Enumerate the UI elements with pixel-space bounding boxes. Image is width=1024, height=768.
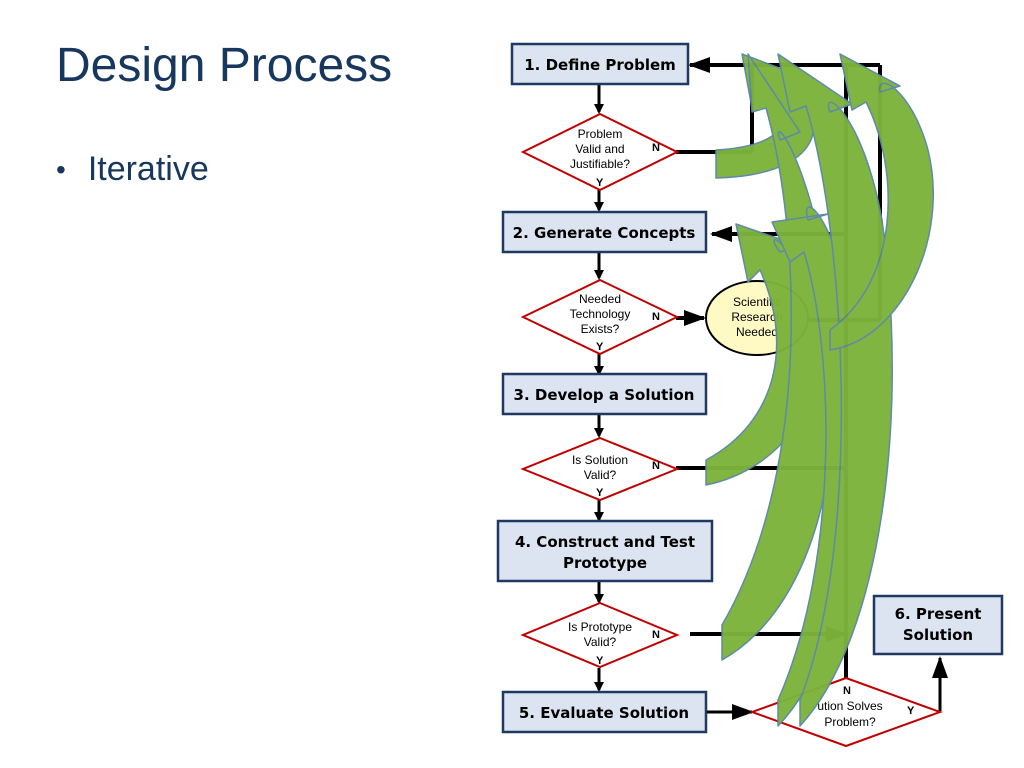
step-generate-concepts: 2. Generate Concepts (501, 210, 708, 254)
decision-label: Justifiable? (570, 157, 630, 171)
slide-title: Design Process (56, 39, 393, 92)
no-label: N (652, 142, 660, 154)
no-label: N (843, 685, 851, 697)
main-flow-connectors (594, 84, 948, 720)
decision-solution-valid: Is Solution Valid? N Y (520, 436, 680, 502)
decision-diamonds: Problem Valid and Justifiable? N Y Neede… (520, 112, 943, 748)
decision-label: Valid? (584, 635, 617, 649)
step-label: 1. Define Problem (524, 56, 676, 74)
no-label: N (652, 629, 660, 641)
decision-label: Problem? (824, 715, 876, 729)
bullet-item: • Iterative (56, 150, 209, 189)
decision-label: Exists? (581, 322, 620, 336)
iteration-arrows (705, 53, 934, 727)
research-label: Scientific (733, 295, 781, 309)
decision-label: Valid? (584, 468, 617, 482)
decision-label: Valid and (575, 142, 624, 156)
bullet-list: • Iterative (56, 150, 209, 189)
decision-prototype-valid: Is Prototype Valid? N Y (520, 601, 680, 669)
step-label: 6. Present (895, 605, 982, 623)
step-label: Prototype (563, 554, 647, 572)
step-label: Solution (903, 626, 973, 644)
research-label: Research (731, 310, 782, 324)
bullet-text: Iterative (87, 150, 209, 188)
decision-label: Technology (570, 307, 631, 321)
step-label: 5. Evaluate Solution (519, 704, 689, 722)
iteration-arrow (829, 53, 934, 351)
yes-label: Y (596, 341, 604, 353)
step-define-problem: 1. Define Problem (510, 42, 690, 86)
yes-label: Y (596, 487, 604, 499)
no-label: N (652, 311, 660, 323)
step-evaluate-solution: 5. Evaluate Solution (501, 690, 708, 734)
decision-label: Is Prototype (568, 620, 632, 634)
step-label: 4. Construct and Test (515, 533, 695, 551)
yes-label: Y (596, 177, 604, 189)
no-label: N (652, 460, 660, 472)
decision-label: Is Solution (572, 453, 628, 467)
decision-label: Needed (579, 292, 621, 306)
step-label: 2. Generate Concepts (513, 224, 696, 242)
decision-label: ution Solves (817, 699, 882, 713)
step-construct-test-prototype: 4. Construct and Test Prototype (496, 519, 714, 583)
step-present-solution: 6. Present Solution (872, 594, 1004, 656)
yes-label: Y (907, 705, 915, 717)
decision-label: Problem (578, 127, 623, 141)
iteration-arrow (721, 53, 836, 661)
iteration-arrow (777, 53, 893, 727)
process-boxes: 1. Define Problem 2. Generate Concepts 3… (496, 42, 1004, 734)
bullet-dot-icon: • (56, 153, 66, 185)
decision-technology-exists: Needed Technology Exists? N Y (520, 278, 680, 356)
step-label: 3. Develop a Solution (514, 386, 695, 404)
research-label: Needed (736, 325, 778, 339)
yes-label: Y (596, 655, 604, 667)
step-develop-solution: 3. Develop a Solution (501, 372, 708, 416)
decision-problem-valid: Problem Valid and Justifiable? N Y (520, 112, 680, 192)
